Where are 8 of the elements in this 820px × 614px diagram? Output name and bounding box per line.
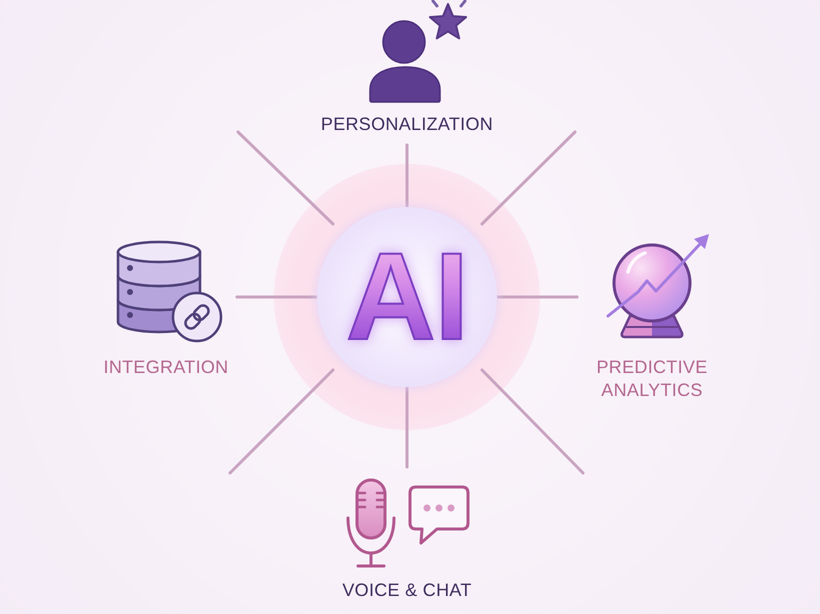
category-label: VOICE & CHAT bbox=[342, 579, 472, 601]
category-label: INTEGRATION bbox=[104, 356, 228, 378]
connector-line bbox=[406, 144, 408, 208]
category-label: PREDICTIVE ANALYTICS bbox=[595, 356, 709, 402]
connector-line bbox=[496, 296, 578, 298]
connector-line bbox=[236, 296, 318, 298]
category-label: PERSONALIZATION bbox=[320, 113, 494, 135]
connector-line bbox=[406, 386, 408, 468]
